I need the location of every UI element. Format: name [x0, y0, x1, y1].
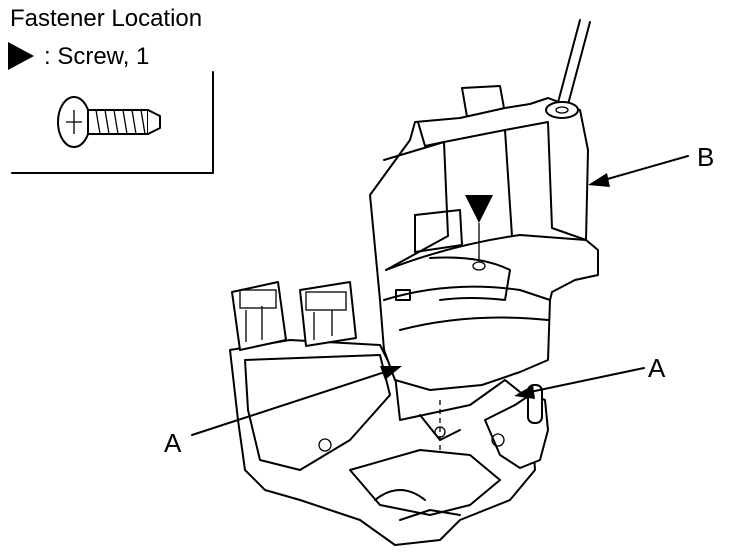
legend-frame [11, 71, 214, 174]
callout-b: B [588, 142, 714, 187]
screw-icon [57, 96, 161, 148]
electrical-connector-1 [231, 281, 287, 351]
callout-label-b: B [697, 142, 714, 172]
mounting-hole [318, 438, 332, 452]
lock-base-plate [229, 339, 536, 546]
actuator-housing [369, 19, 599, 391]
callout-label-a-left: A [164, 428, 182, 458]
screw-location-marker-icon [439, 195, 493, 450]
legend-screw-label: : Screw, 1 [44, 43, 149, 70]
callout-a-right: A [514, 353, 666, 399]
electrical-connector-2 [299, 281, 357, 347]
callout-label-a-right: A [648, 353, 666, 383]
callout-a-left: A [164, 366, 402, 458]
screw-marker-triangle-icon [8, 42, 34, 70]
page-title: Fastener Location [10, 5, 202, 32]
